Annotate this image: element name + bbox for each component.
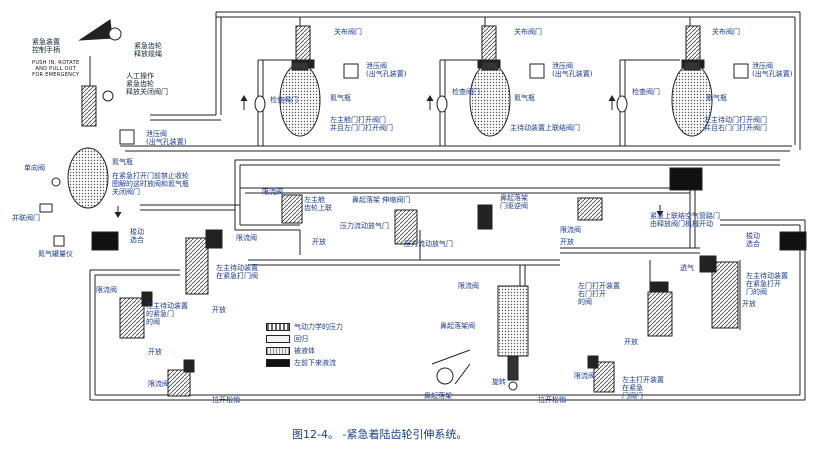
restrictor-label-4: 限流阀 <box>96 286 117 294</box>
return-valve-label: 旋转 <box>492 378 506 386</box>
single-valve-symbol <box>39 177 61 213</box>
restrictor-label-6: 限流阀 <box>458 282 479 290</box>
legend-pressure: 气动力学的压力 <box>266 322 343 332</box>
left-lower-cylinder <box>167 359 195 397</box>
parallel-valve-label: 并联阀门 <box>12 214 40 222</box>
top-label-3: 关布阀门 <box>712 28 740 36</box>
top-label-1: 关布阀门 <box>334 28 362 36</box>
left-main-gear-cylinder <box>185 229 223 295</box>
center-valve-block <box>281 167 703 245</box>
figure-title: -紧急着陆齿轮引伸系统。 <box>342 428 468 441</box>
n2-bottle-label-main: 氮气瓶 <box>112 158 133 166</box>
open-label-6: 开放 <box>742 300 756 308</box>
open-label-1: 开放 <box>312 238 326 246</box>
nose-cylinder-label: 鼻起落架阀 <box>440 322 475 330</box>
figure-caption: 图12-4。 -紧急着陆齿轮引伸系统。 <box>292 426 467 442</box>
right-shuttle-valve <box>779 231 807 251</box>
right-lower-cylinder <box>587 355 615 393</box>
n2-gauge-label: 氮气罐量仪 <box>38 250 73 258</box>
check-valves <box>254 95 628 113</box>
release-valve-label-main: 泄压阀 (出气孔装置) <box>146 130 187 146</box>
restrictor-label-5: 限流阀 <box>148 380 169 388</box>
open-label-2: 开放 <box>560 238 574 246</box>
restrictor-label-1: 限流阀 <box>262 188 283 196</box>
top-label-2: 关布阀门 <box>514 28 542 36</box>
shuttle-valve-left-label: 梭动 选合 <box>130 228 144 244</box>
legend-return: 回归 <box>266 334 308 344</box>
open-label-4: 开放 <box>212 306 226 314</box>
check-valve-3: 检查阀门 <box>632 88 660 96</box>
right-release-label: 左主打开装置 在紧急 门阀门 <box>622 376 664 400</box>
figure-number: 图12-4。 <box>292 428 339 441</box>
restrictor-label-3: 限流阀 <box>560 226 581 234</box>
n2-bottle-label-3: 氮气瓶 <box>706 94 727 102</box>
pass-valve-label: 压力流动放气门 <box>340 222 389 230</box>
right-main-gear-cylinder <box>699 255 739 329</box>
restrictor-label-7: 限流阀 <box>574 372 595 380</box>
n2-bottle-2 <box>469 61 511 137</box>
nose-actuator-label: 鼻起落架 伸缩阀门 <box>352 196 411 204</box>
right-main-door-label: 左主待动门打开阀门 并且右门门打开阀门 <box>704 116 767 132</box>
emergency-release-cable-label: 紧急齿轮 释放缆绳 <box>134 42 162 58</box>
n2-bottle-label-2: 氮气瓶 <box>514 94 535 102</box>
legend-comp: 左前下来液流 <box>266 358 336 368</box>
n2-bottle-main <box>67 147 109 209</box>
shuttle-valve-right-label: 梭动 选合 <box>746 232 760 248</box>
nose-gear-door-label: 鼻起落架 门驱逆阀 <box>500 194 528 210</box>
right-main-cyl-label: 左门打开装置 右门打开 的阀 <box>578 282 620 306</box>
release-word-right: 拉开松销 <box>538 396 566 404</box>
nose-gear-wheel <box>431 349 471 385</box>
left-shuttle-valve <box>91 231 119 251</box>
emergency-handle-title: 紧急装置 控制手柄 <box>32 38 60 54</box>
pass-valve-label-2: 压力流动放气门 <box>404 240 453 248</box>
left-main-gear-label: 左主待动装置 在紧急打门阀 <box>216 264 258 280</box>
release-valve-label-2: 泄压阀 (出气孔装置) <box>552 62 593 78</box>
right-gear-cyl-label: 左主待动装置 在紧急打开 门的阀 <box>746 272 788 296</box>
n2-bottle-1 <box>279 61 321 137</box>
emergency-handle-assembly <box>78 19 122 127</box>
manual-op-label: 人工操作 紧急齿轮 释放关闭阀门 <box>126 72 168 96</box>
open-label-5: 开放 <box>624 338 638 346</box>
legend-swatch-return <box>266 335 290 343</box>
single-valve-label: 单向阀 <box>24 164 45 172</box>
check-valve-2: 检查阀门 <box>452 88 480 96</box>
release-valve-label-3: 泄压阀 (出气孔装置) <box>752 62 793 78</box>
right-main-door-cylinder <box>647 281 673 337</box>
legend-swatch-pressure <box>266 323 290 331</box>
nose-gear-cylinder <box>497 285 529 391</box>
main-closed-note: 在紧急打开门前禁止收轮 图解的这时放阀和氮气瓶 关闭阀门 <box>112 172 189 196</box>
left-main-door-cylinder <box>119 291 153 339</box>
release-valves <box>119 63 749 145</box>
left-main-cyl-label: 左主待动装置 的紧急门 的阀 <box>146 302 188 326</box>
emergency-placard: PUSH IN, ROTATE AND PULL OUT FOR EMERGEN… <box>32 60 80 78</box>
legend-swatch-locked <box>266 347 290 355</box>
n2-bottle-label-1: 氮气瓶 <box>330 94 351 102</box>
vent-label: 透气 <box>680 264 694 272</box>
legend-swatch-comp <box>266 359 290 367</box>
left-door-box-label: 左主舱 齿轮上联 <box>304 196 332 212</box>
n2-bottle-3 <box>671 61 713 137</box>
main-gear-door-label: 主待动装置上联结阀门 <box>510 124 580 132</box>
open-label-3: 开放 <box>148 348 162 356</box>
flow-arrows <box>114 95 664 218</box>
n2-gauge <box>53 235 65 247</box>
legend-locked: 被液体 <box>266 346 315 356</box>
check-valve-1: 检查阀门 <box>270 96 298 104</box>
release-valve-label-1: 泄压阀 (出气孔装置) <box>366 62 407 78</box>
release-word-left: 拉开松销 <box>212 396 240 404</box>
emergency-air-note: 紧急上联结空气管路门 由释放阀门机械开动 <box>650 212 720 228</box>
restrictor-label-2: 限流阀 <box>236 234 257 242</box>
nose-gear-label: 鼻起落架 <box>424 392 452 400</box>
left-main-door-label: 左主舱门打开阀门 并且左门门打开阀门 <box>330 116 393 132</box>
